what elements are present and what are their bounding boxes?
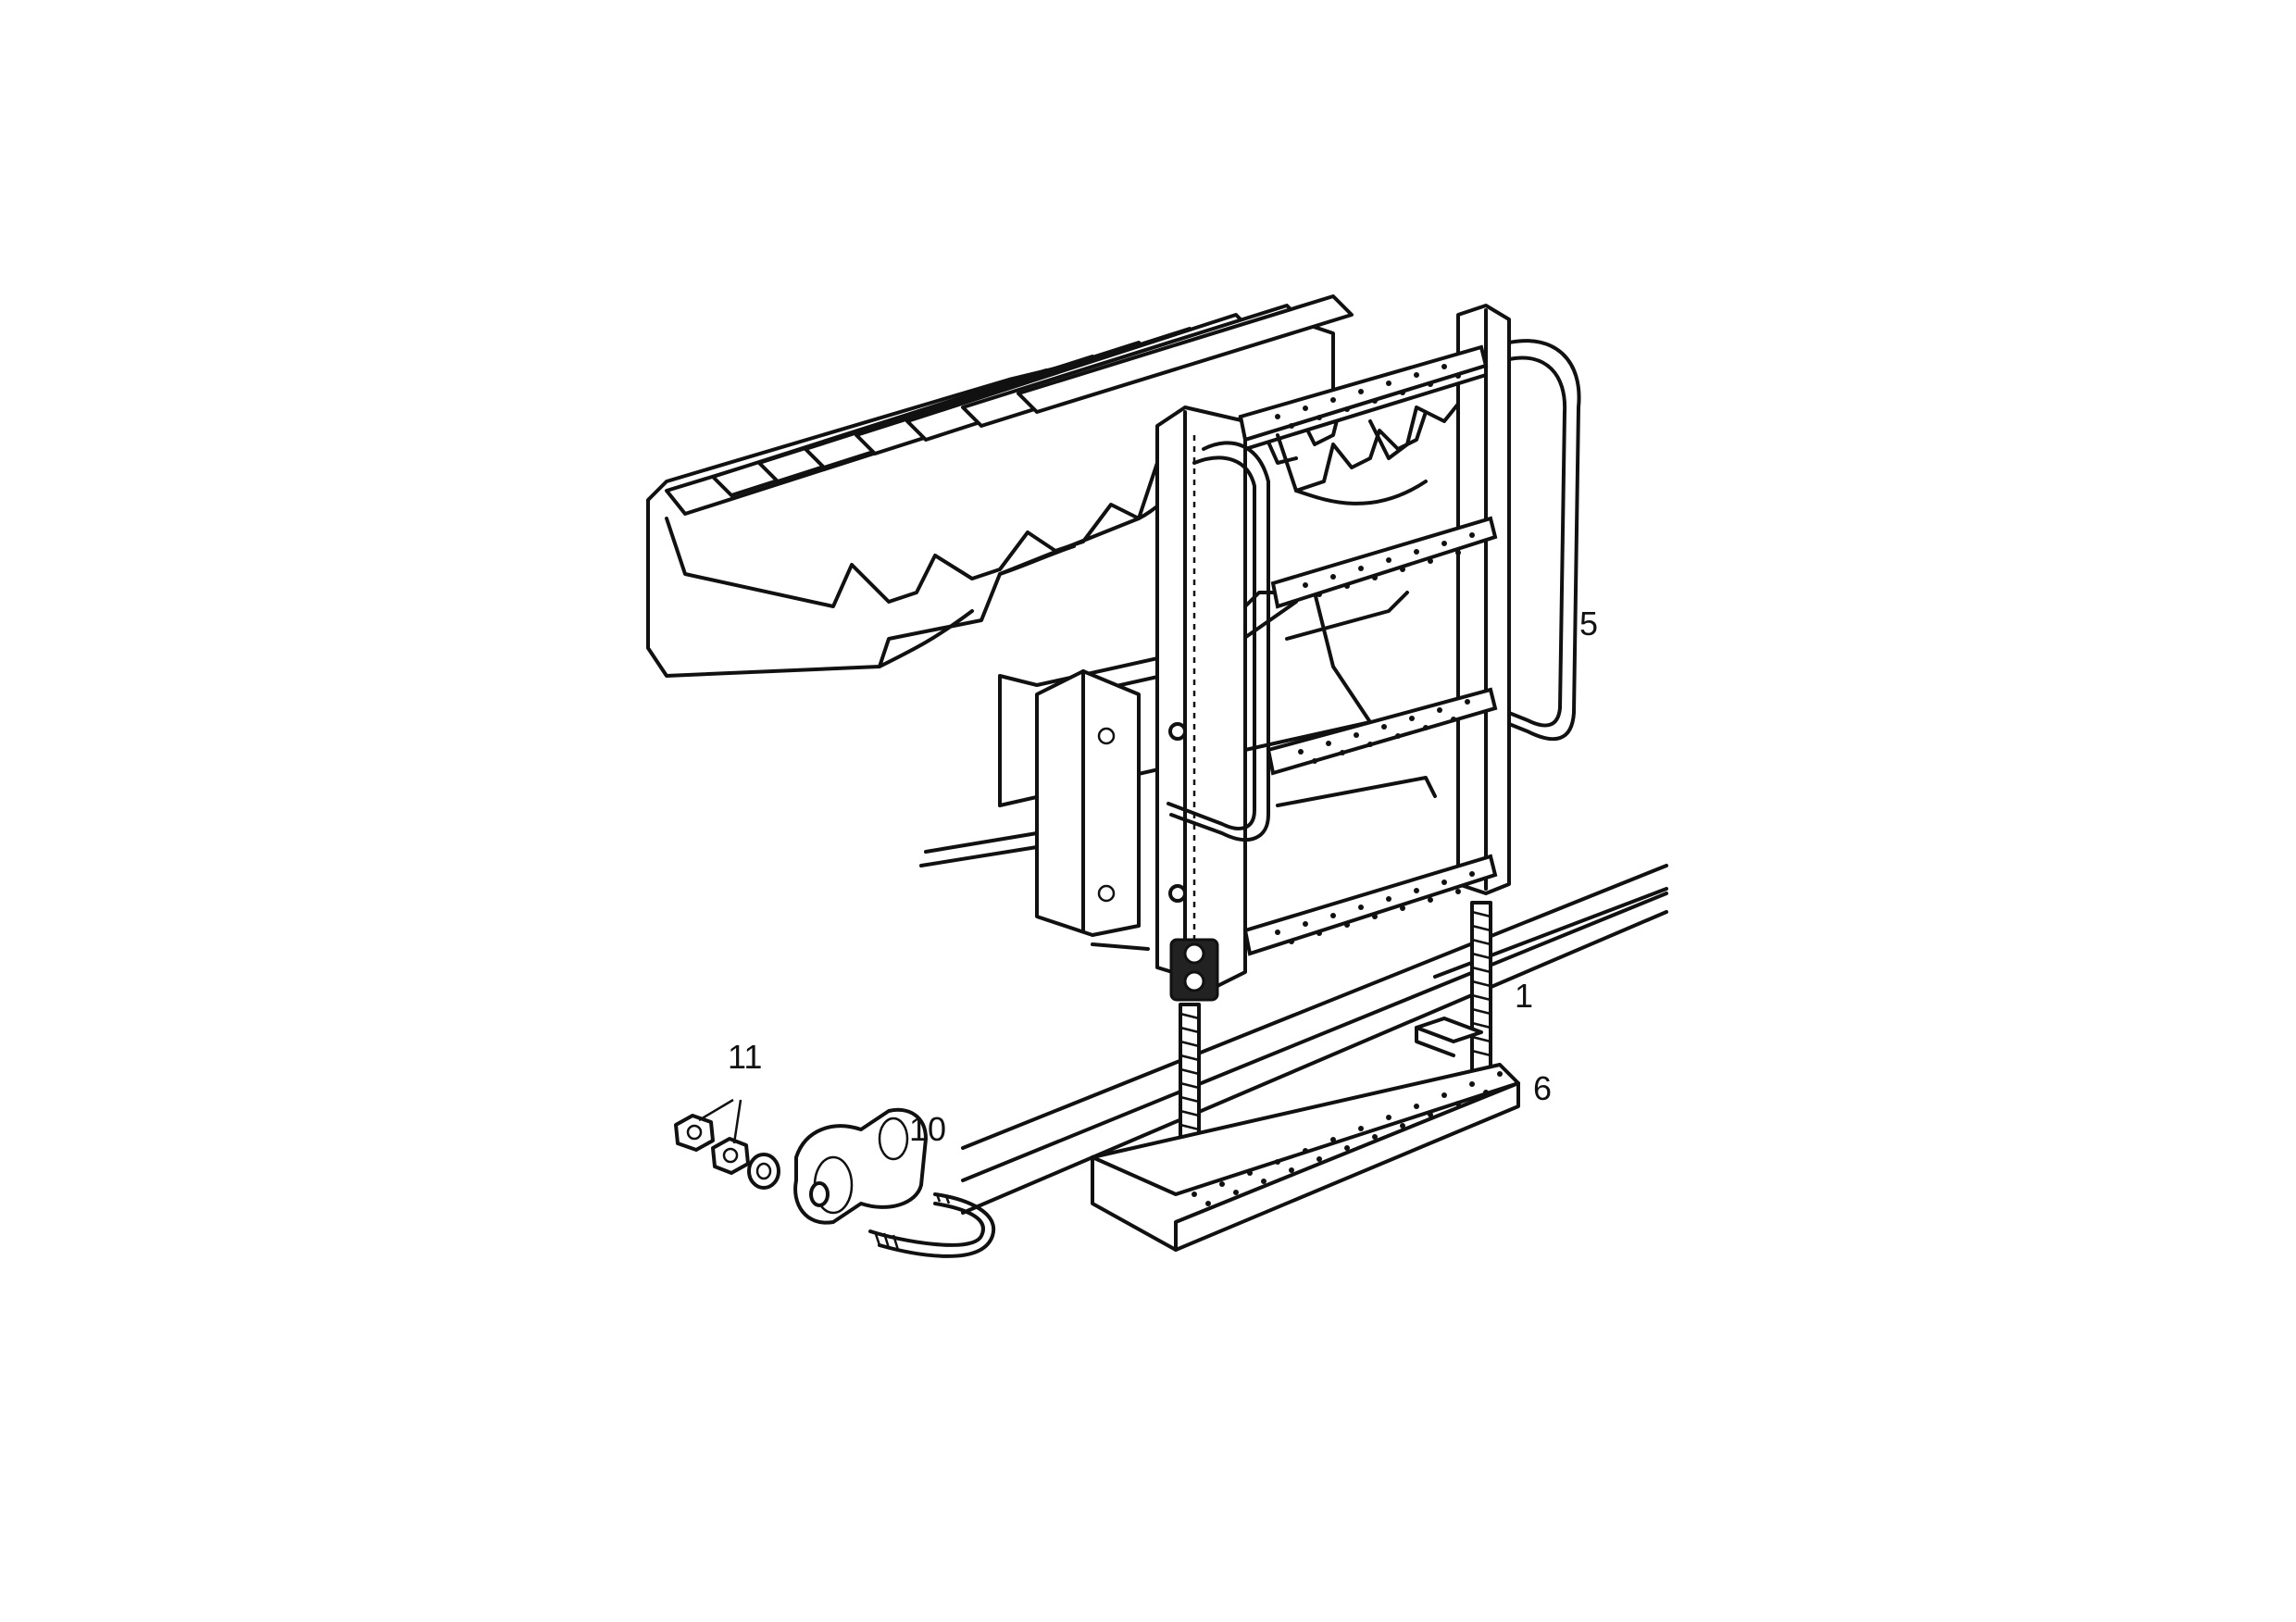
clamp-icon [793,1107,928,1225]
bottom-step-icon [1091,1017,1520,1252]
track-grouser-icon [646,294,1465,951]
ladder-icon [1155,304,1511,988]
frame-rail-lines [961,864,1668,1215]
nut-icon [674,1114,750,1175]
callout-5: 5 [1579,605,1599,643]
leader-lines [698,1098,742,1144]
callout-1: 1 [1515,977,1534,1015]
callout-11: 11 [728,1038,763,1076]
callout-10: 10 [909,1110,947,1148]
u-bolt-icon [868,1192,996,1258]
washer-icon [747,1153,780,1190]
callout-6: 6 [1533,1069,1553,1107]
handrail-icon [1167,339,1581,842]
